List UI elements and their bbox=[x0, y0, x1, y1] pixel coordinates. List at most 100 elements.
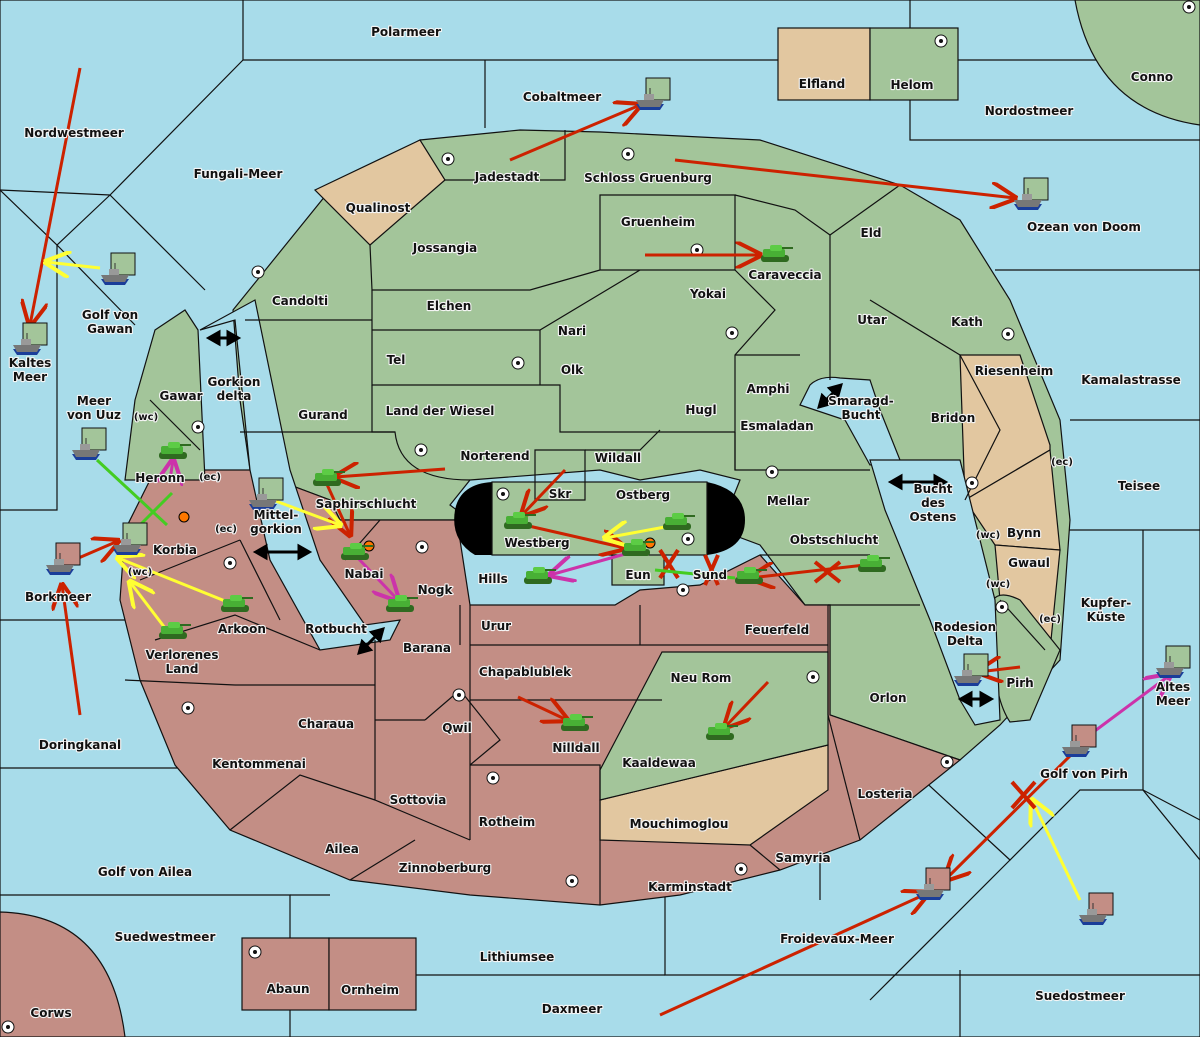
region-label: Barana bbox=[403, 641, 451, 655]
coast-label: (ec) bbox=[215, 524, 237, 535]
region-label: Caraveccia bbox=[748, 268, 821, 282]
coast-label: (wc) bbox=[134, 412, 158, 423]
fleet-unit[interactable] bbox=[1061, 724, 1097, 758]
region-label: Ailea bbox=[325, 842, 359, 856]
supply-center-icon bbox=[565, 874, 579, 888]
region-label: Conno bbox=[1131, 70, 1173, 84]
coast-label: (ec) bbox=[1051, 457, 1073, 468]
supply-center-icon bbox=[734, 862, 748, 876]
fleet-unit[interactable] bbox=[1155, 645, 1191, 679]
region-label: Sund bbox=[693, 568, 727, 582]
supply-center-icon bbox=[1182, 0, 1196, 14]
region-label: Orlon bbox=[869, 691, 906, 705]
supply-center-icon bbox=[965, 476, 979, 490]
coast-label: (ec) bbox=[199, 472, 221, 483]
region-label: Hills bbox=[478, 572, 508, 586]
region-gawar-heronn[interactable] bbox=[124, 309, 206, 481]
land-borders bbox=[124, 130, 1046, 905]
supply-center-icon bbox=[511, 356, 525, 370]
fleet-unit[interactable] bbox=[953, 653, 989, 687]
support-arrow bbox=[130, 582, 167, 629]
region-label: Amphi bbox=[746, 382, 789, 396]
region-label: Losteria bbox=[857, 787, 912, 801]
region-label: Rotheim bbox=[479, 815, 536, 829]
supply-center-icon bbox=[452, 688, 466, 702]
move-arrow bbox=[750, 565, 866, 578]
hold-support-line bbox=[136, 491, 174, 529]
supply-center-icon bbox=[191, 420, 205, 434]
fleet-unit[interactable] bbox=[12, 322, 48, 356]
region-kaaldewaa-neurom[interactable] bbox=[599, 651, 829, 801]
region-label: Nordwestmeer bbox=[24, 126, 124, 140]
fleet-unit[interactable] bbox=[635, 77, 671, 111]
region-label: Mouchimoglou bbox=[630, 817, 729, 831]
region-elfland[interactable] bbox=[777, 27, 871, 101]
supply-center-icon bbox=[496, 487, 510, 501]
region-label: Arkoon bbox=[218, 622, 266, 636]
supply-center-icon bbox=[681, 532, 695, 546]
fleet-unit[interactable] bbox=[915, 867, 951, 901]
region-label: Urur bbox=[481, 619, 511, 633]
support-arrow bbox=[1032, 800, 1082, 901]
region-ornheim[interactable] bbox=[328, 937, 417, 1011]
region-label: Feuerfeld bbox=[745, 623, 810, 637]
support-arrow bbox=[46, 262, 101, 268]
supply-center-icon bbox=[181, 701, 195, 715]
supply-center-icon bbox=[251, 265, 265, 279]
fleet-unit[interactable] bbox=[1013, 177, 1049, 211]
support-arrow bbox=[605, 527, 666, 538]
fleet-unit[interactable] bbox=[45, 542, 81, 576]
supply-center-icon bbox=[995, 600, 1009, 614]
retreat-arrow bbox=[353, 553, 398, 600]
supply-center-icon bbox=[940, 755, 954, 769]
coast-label: (wc) bbox=[128, 567, 152, 578]
region-label: Kamalastrasse bbox=[1081, 373, 1181, 387]
dislodge-burst-icon bbox=[178, 511, 190, 523]
region-label: Utar bbox=[857, 313, 887, 327]
region-label: Nabai bbox=[345, 567, 384, 581]
fleet-unit[interactable] bbox=[1078, 892, 1114, 926]
region-label: Doringkanal bbox=[39, 738, 121, 752]
region-label: Nogk bbox=[418, 583, 454, 597]
region-label: Mittel-gorkion bbox=[250, 508, 302, 536]
region-label: Mellar bbox=[767, 494, 809, 508]
region-label: Gruenheim bbox=[621, 215, 695, 229]
region-label: Norterend bbox=[460, 449, 529, 463]
move-arrow bbox=[30, 67, 82, 325]
region-conno[interactable] bbox=[1074, 0, 1200, 126]
region-label: Yokai bbox=[689, 287, 726, 301]
fleet-unit[interactable] bbox=[112, 522, 148, 556]
coast-label: (wc) bbox=[986, 579, 1010, 590]
region-label: Sottovia bbox=[390, 793, 447, 807]
region-label: Qwil bbox=[442, 721, 472, 735]
region-label: Chapablublek bbox=[479, 665, 572, 679]
failed-order-x-icon bbox=[1010, 780, 1037, 810]
move-arrow bbox=[945, 746, 1080, 880]
fleet-unit[interactable] bbox=[248, 477, 284, 511]
region-label: Elfland bbox=[799, 77, 845, 91]
region-corws[interactable] bbox=[0, 911, 126, 1037]
fleet-unit[interactable] bbox=[100, 252, 136, 286]
support-arrow bbox=[118, 558, 236, 607]
region-label: Fungali-Meer bbox=[194, 167, 283, 181]
region-label: Golf von Pirh bbox=[1040, 767, 1128, 781]
pill-west-cap bbox=[454, 482, 492, 555]
region-label: Nari bbox=[558, 324, 586, 338]
region-label: Rotbucht bbox=[305, 622, 367, 636]
region-label: Charaua bbox=[298, 717, 354, 731]
region-label: Teisee bbox=[1118, 479, 1160, 493]
region-label: Wildall bbox=[595, 451, 641, 465]
supply-center-icon bbox=[1, 1020, 15, 1034]
region-label: Helom bbox=[890, 78, 933, 92]
supply-center-icon bbox=[486, 771, 500, 785]
region-label: Eun bbox=[625, 568, 650, 582]
fleet-unit[interactable] bbox=[71, 427, 107, 461]
region-inner-channel[interactable] bbox=[199, 299, 402, 651]
region-label: Korbia bbox=[153, 543, 197, 557]
